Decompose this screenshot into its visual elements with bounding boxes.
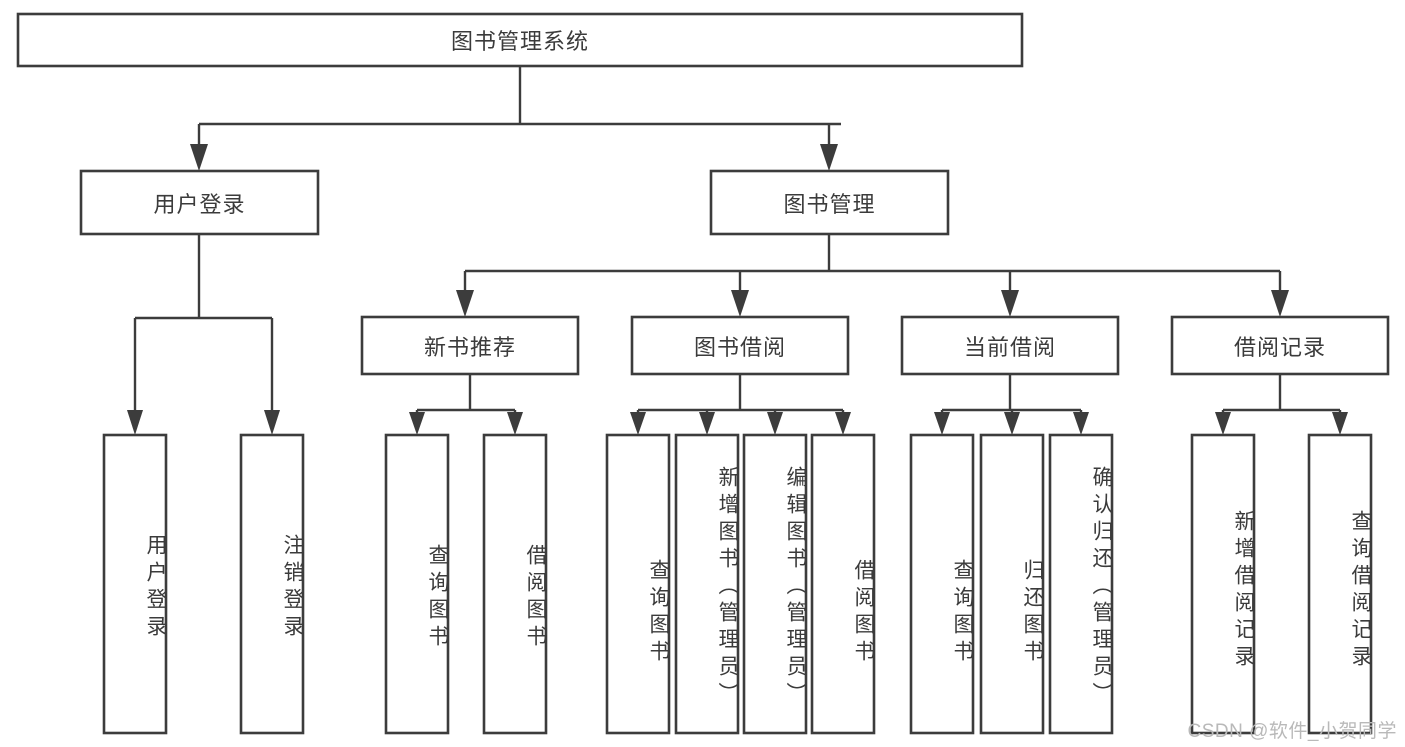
- arrow-head-leaf-query-book-1: [409, 412, 425, 435]
- node-box-leaf-borrow-book-1[interactable]: [482, 433, 548, 735]
- csdn-watermark: CSDN @软件_小贺同学: [1187, 721, 1397, 742]
- node-box-book-borrow[interactable]: [630, 315, 850, 376]
- node-box-leaf-confirm-return[interactable]: [1048, 433, 1114, 735]
- arrow-head-newbook: [456, 290, 474, 317]
- arrow-head-leaf-edit-book: [767, 412, 783, 435]
- node-box-current-borrow[interactable]: [900, 315, 1120, 376]
- arrow-head-book-mgmt: [820, 144, 838, 171]
- arrow-head-leaf-logout: [264, 410, 280, 435]
- node-box-borrow-record[interactable]: [1170, 315, 1390, 376]
- arrow-head-borrow-record: [1271, 290, 1289, 317]
- arrow-head-leaf-add-book: [699, 412, 715, 435]
- arrow-head-current-borrow: [1001, 290, 1019, 317]
- node-box-leaf-add-book[interactable]: [674, 433, 740, 735]
- node-box-leaf-query-book-1[interactable]: [384, 433, 450, 735]
- node-box-leaf-logout[interactable]: [239, 433, 305, 735]
- arrow-head-user-login: [190, 144, 208, 171]
- arrow-head-leaf-add-record: [1215, 412, 1231, 435]
- arrow-head-leaf-borrow-book-2: [835, 412, 851, 435]
- node-box-root[interactable]: [16, 12, 1024, 68]
- arrow-head-borrow: [731, 290, 749, 317]
- node-box-new-book-recommend[interactable]: [360, 315, 580, 376]
- node-box-leaf-query-book-3[interactable]: [909, 433, 975, 735]
- node-box-user-login[interactable]: [79, 169, 320, 236]
- arrow-head-leaf-borrow-book-1: [507, 412, 523, 435]
- node-box-leaf-borrow-book-2[interactable]: [810, 433, 876, 735]
- edge-group-book-borrow: [630, 374, 851, 435]
- arrow-head-leaf-confirm-return: [1073, 412, 1089, 435]
- arrow-head-leaf-query-book-2: [630, 412, 646, 435]
- edge-group-user-login: [127, 234, 280, 435]
- edge-group-root: [190, 66, 841, 171]
- node-box-leaf-add-record[interactable]: [1190, 433, 1256, 735]
- edge-group-current-borrow: [934, 374, 1089, 435]
- arrow-head-leaf-return-book: [1004, 412, 1020, 435]
- edge-group-book-management: [456, 234, 1289, 317]
- arrow-head-leaf-user-login: [127, 410, 143, 435]
- node-box-leaf-edit-book[interactable]: [742, 433, 808, 735]
- edge-group-borrow-record: [1215, 374, 1348, 435]
- node-box-leaf-query-book-2[interactable]: [605, 433, 671, 735]
- node-box-book-management[interactable]: [709, 169, 950, 236]
- arrow-head-leaf-query-book-3: [934, 412, 950, 435]
- node-box-leaf-query-record[interactable]: [1307, 433, 1373, 735]
- node-box-leaf-return-book[interactable]: [979, 433, 1045, 735]
- edge-group-new-book: [409, 374, 523, 435]
- node-box-leaf-user-login[interactable]: [102, 433, 168, 735]
- arrow-head-leaf-query-record: [1332, 412, 1348, 435]
